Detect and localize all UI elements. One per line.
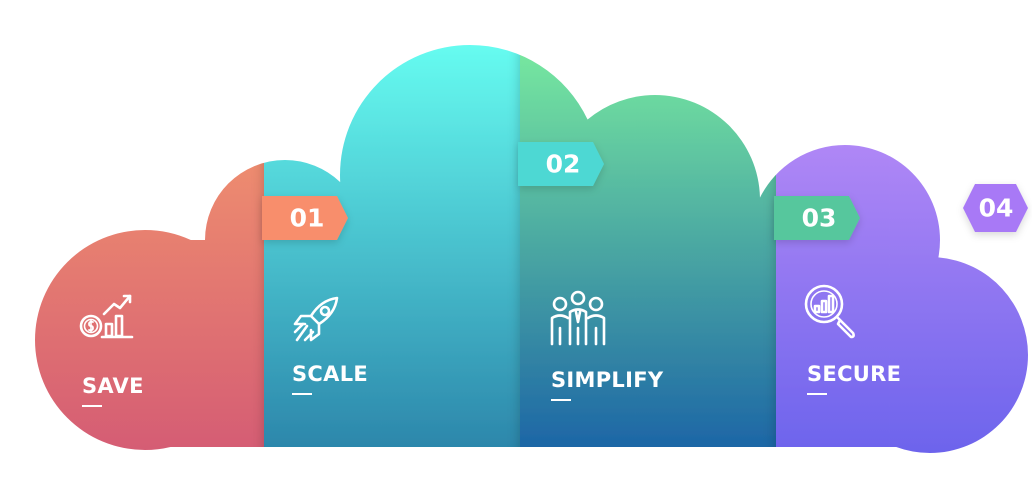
- badge-02: 02: [518, 142, 604, 186]
- team-icon: [548, 288, 608, 348]
- magnifier-chart-icon: [800, 282, 860, 342]
- badge-01: 01: [262, 196, 348, 240]
- svg-text:03: 03: [802, 204, 837, 233]
- segment-secure: [776, 45, 1028, 453]
- underline-save: [82, 405, 102, 407]
- label-scale: SCALE: [292, 362, 369, 386]
- badge-03: 03: [774, 196, 860, 240]
- svg-text:01: 01: [290, 204, 325, 233]
- label-secure: SECURE: [807, 362, 902, 386]
- underline-secure: [807, 393, 827, 395]
- svg-text:02: 02: [546, 150, 581, 179]
- underline-simplify: [551, 399, 571, 401]
- rocket-icon: [287, 290, 347, 350]
- label-save: SAVE: [82, 374, 144, 398]
- svg-text:04: 04: [979, 194, 1014, 223]
- underline-scale: [292, 393, 312, 395]
- label-simplify: SIMPLIFY: [551, 368, 664, 392]
- money-growth-icon: [76, 290, 136, 350]
- segment-scale: [264, 45, 520, 453]
- badge-04: 04: [963, 184, 1028, 232]
- segment-simplify: [520, 45, 776, 453]
